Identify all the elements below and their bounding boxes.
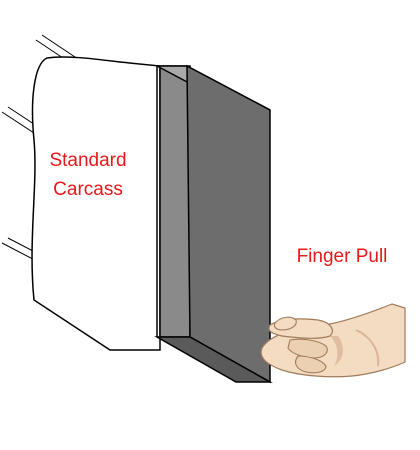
finger-pull-label: Finger Pull — [297, 246, 388, 267]
hand-icon — [260, 303, 406, 378]
door-front-face — [186, 64, 271, 384]
carcass-outline — [31, 56, 161, 351]
door-side-face — [159, 65, 191, 338]
carcass-label-line1: Standard — [49, 150, 126, 171]
carcass-label-line2: Carcass — [53, 179, 123, 200]
door-bottom-edge — [154, 336, 273, 383]
